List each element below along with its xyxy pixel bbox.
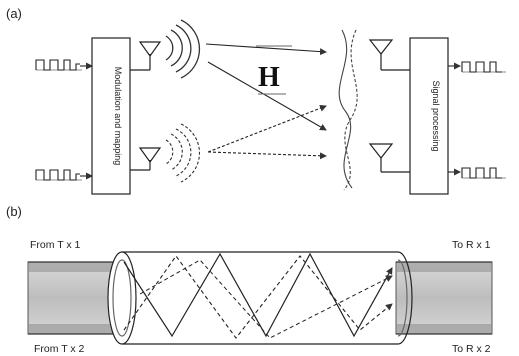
modulation-mapping-label: Modulation and mapping xyxy=(113,67,123,166)
path-tx2-rx1 xyxy=(207,104,327,153)
panel-a-label: (a) xyxy=(6,6,22,21)
channel-paths xyxy=(205,43,327,160)
rx-output-signal-top xyxy=(448,61,506,73)
ray-path-tx2-branch xyxy=(139,259,393,339)
signal-processing-box xyxy=(409,37,449,195)
path-tx1-rx2 xyxy=(207,61,327,131)
ray-path-tx2 xyxy=(123,255,393,339)
waveguide-tube xyxy=(107,251,413,345)
tx1-label: From T x 1 xyxy=(30,239,81,251)
rx-output-signal-bottom xyxy=(448,167,506,179)
rx-antenna-bottom xyxy=(368,143,410,173)
tx-antenna-bottom xyxy=(130,147,162,171)
panel-b-label: (b) xyxy=(6,204,22,219)
channel-matrix-symbol: H xyxy=(258,62,280,93)
received-wavefronts xyxy=(338,29,358,191)
tx-radiation-waves-bottom xyxy=(165,123,201,183)
tx-input-signal-bottom xyxy=(35,169,93,181)
signal-processing-label: Signal processing xyxy=(431,80,441,151)
tx2-label: From T x 2 xyxy=(34,343,85,355)
output-fiber xyxy=(395,261,493,335)
rx1-label: To R x 1 xyxy=(452,239,491,251)
tx-input-signal-top xyxy=(35,59,93,71)
tx-antenna-top xyxy=(130,41,162,71)
rx-antenna-top xyxy=(368,39,410,71)
path-tx1-rx1 xyxy=(205,43,327,56)
ray-path-tx1 xyxy=(123,252,393,338)
modulation-mapping-box xyxy=(91,37,131,195)
path-tx2-rx2 xyxy=(207,151,327,160)
rx2-label: To R x 2 xyxy=(452,343,491,355)
tx-radiation-waves-top xyxy=(165,19,201,79)
